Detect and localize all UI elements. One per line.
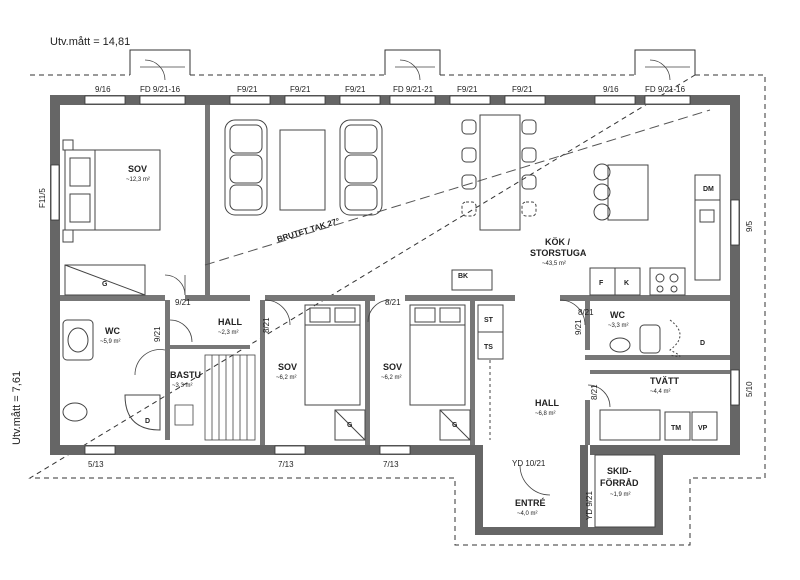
sauna-benches xyxy=(174,354,256,441)
shower-label-left: D xyxy=(145,418,150,425)
window-label-top-6: FD 9/21-21 xyxy=(393,85,434,94)
storage-g-2: G xyxy=(347,422,353,429)
eaves-outline xyxy=(28,74,766,546)
room-name-hall-small: HALL xyxy=(218,317,242,327)
shower-label-right: D xyxy=(700,340,705,347)
room-area-sov-3: ~6,2 m² xyxy=(381,375,402,381)
window-label-left: F11/5 xyxy=(38,188,47,208)
room-name-kok-line1: KÖK / xyxy=(545,237,571,247)
door-label-6: 9/21 xyxy=(574,319,583,335)
window-label-top-5: F9/21 xyxy=(345,85,366,94)
room-area-skid: ~1,9 m² xyxy=(610,492,631,498)
storage-g-3: G xyxy=(452,422,458,429)
window-label-top-4: F9/21 xyxy=(290,85,311,94)
room-area-wc-right: ~3,3 m² xyxy=(608,323,629,329)
freezer-label: K xyxy=(624,280,629,287)
room-name-sov-master: SOV xyxy=(128,164,147,174)
room-area-wc-left: ~5,9 m² xyxy=(100,339,121,345)
tm-label: TM xyxy=(671,425,681,432)
room-name-sov-2: SOV xyxy=(278,362,297,372)
room-name-bastu: BASTU xyxy=(170,370,201,380)
room-area-bastu: ~3,3 m² xyxy=(172,383,193,389)
laundry-fixtures xyxy=(599,409,718,441)
wardrobes xyxy=(477,304,504,440)
roof-break-line xyxy=(204,109,711,266)
exterior-walls xyxy=(50,95,740,535)
room-area-hall-large: ~6,8 m² xyxy=(535,411,556,417)
window-label-top-8: F9/21 xyxy=(512,85,533,94)
window-label-top-2: FD 9/21-16 xyxy=(140,85,181,94)
window-label-top-3: F9/21 xyxy=(237,85,258,94)
entry-door-label: YD 10/21 xyxy=(512,459,546,468)
interior-walls xyxy=(60,105,730,445)
height-dimension: Utv.mått = 7,61 xyxy=(11,371,23,445)
bed-sov-3 xyxy=(409,304,471,441)
wc-right-fixtures xyxy=(609,319,681,358)
room-area-entre: ~4,0 m² xyxy=(517,511,538,517)
storage-g-1: G xyxy=(102,281,108,288)
room-name-kok-line2: STORSTUGA xyxy=(530,248,587,258)
entry-side-door-label: YD 9/21 xyxy=(585,491,594,520)
door-label-4: 8/21 xyxy=(385,298,401,307)
st-label: ST xyxy=(484,317,494,324)
porch-outline xyxy=(129,49,696,75)
room-name-skid-line1: SKID- xyxy=(607,466,632,476)
room-name-entre: ENTRÉ xyxy=(515,498,546,508)
room-area-sov-master: ~12,3 m² xyxy=(126,177,150,183)
room-area-hall-small: ~2,3 m² xyxy=(218,330,239,336)
room-area-sov-2: ~6,2 m² xyxy=(276,375,297,381)
window-label-right-lower: 5/10 xyxy=(745,381,754,397)
room-area-kok: ~43,5 m² xyxy=(542,261,566,267)
bed-master xyxy=(62,139,161,296)
dining-table xyxy=(461,114,649,231)
vp-label: VP xyxy=(698,425,708,432)
bed-sov-2 xyxy=(304,304,366,441)
window-label-right-upper: 9/5 xyxy=(745,220,754,232)
window-label-top-1: 9/16 xyxy=(95,85,111,94)
door-label-3: 8/21 xyxy=(262,317,271,333)
window-label-top-10: FD 9/21-16 xyxy=(645,85,686,94)
bk-label: BK xyxy=(458,273,468,280)
room-name-hall-large: HALL xyxy=(535,398,559,408)
window-label-bottom-3: 7/13 xyxy=(383,460,399,469)
window-label-bottom-1: 5/13 xyxy=(88,460,104,469)
window-label-top-7: F9/21 xyxy=(457,85,478,94)
wc-left-fixtures xyxy=(62,319,161,431)
ts-label: TS xyxy=(484,344,493,351)
room-name-sov-3: SOV xyxy=(383,362,402,372)
door-swings xyxy=(134,59,690,496)
sofa-group xyxy=(224,119,383,216)
room-name-skid-line2: FÖRRÅD xyxy=(600,478,639,488)
window-label-bottom-2: 7/13 xyxy=(278,460,294,469)
room-name-wc-left: WC xyxy=(105,326,120,336)
window-label-top-9: 9/16 xyxy=(603,85,619,94)
room-name-tvatt: TVÄTT xyxy=(650,376,679,386)
window-labels-top: 9/16 FD 9/21-16 F9/21 F9/21 F9/21 FD 9/2… xyxy=(95,85,686,94)
roof-label: BRUTET TAK 27° xyxy=(276,216,341,244)
door-label-5: 8/21 xyxy=(578,308,594,317)
fridge-label: F xyxy=(599,280,604,287)
room-area-tvatt: ~4,4 m² xyxy=(650,389,671,395)
dishwasher-label: DM xyxy=(703,186,714,193)
room-name-wc-right: WC xyxy=(610,310,625,320)
skid-room-outline xyxy=(594,454,656,528)
width-dimension: Utv.mått = 14,81 xyxy=(50,36,130,48)
window-openings xyxy=(50,95,740,455)
door-label-7: 8/21 xyxy=(590,384,599,400)
kitchen-counter xyxy=(451,174,721,296)
door-label-1: 9/21 xyxy=(175,298,191,307)
door-label-2: 9/21 xyxy=(153,326,162,342)
